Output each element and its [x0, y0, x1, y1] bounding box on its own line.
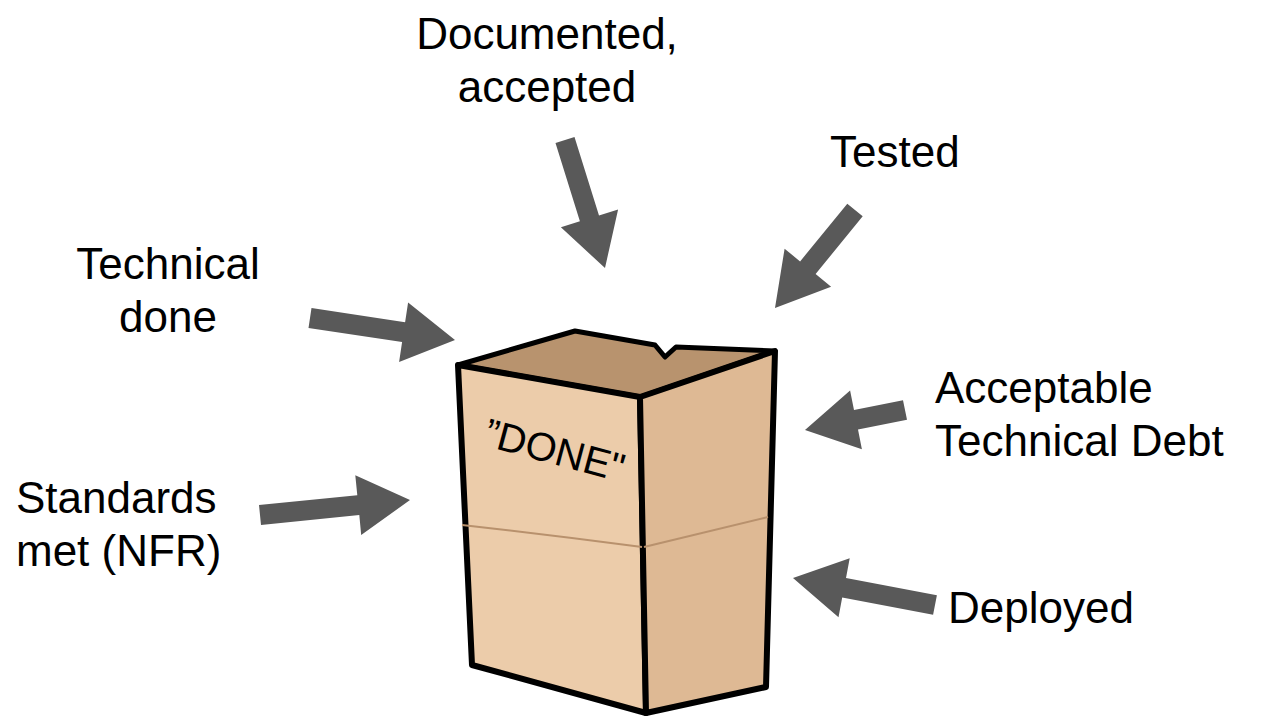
- bag-face: [458, 365, 646, 713]
- pointer-arrow: [309, 303, 456, 362]
- bag-crease: [462, 525, 642, 547]
- paper-bag: ”DONE": [450, 325, 785, 720]
- callout-label: Acceptable Technical Debt: [935, 362, 1265, 468]
- pointer-arrow: [805, 390, 907, 449]
- pointer-arrow: [259, 475, 410, 535]
- bag-face: [640, 351, 775, 713]
- callout-label: Deployed: [948, 582, 1168, 635]
- bag-crease: [644, 517, 768, 547]
- callout-label: Tested: [830, 126, 1030, 179]
- pointer-arrow: [775, 204, 863, 308]
- callout-label: Standards met (NFR): [16, 472, 256, 578]
- callout-label: Technical done: [58, 238, 278, 344]
- pointer-arrow: [556, 137, 619, 268]
- bag-outline: [450, 325, 785, 720]
- callout-label: Documented, accepted: [397, 8, 697, 114]
- pointer-arrow: [793, 558, 937, 617]
